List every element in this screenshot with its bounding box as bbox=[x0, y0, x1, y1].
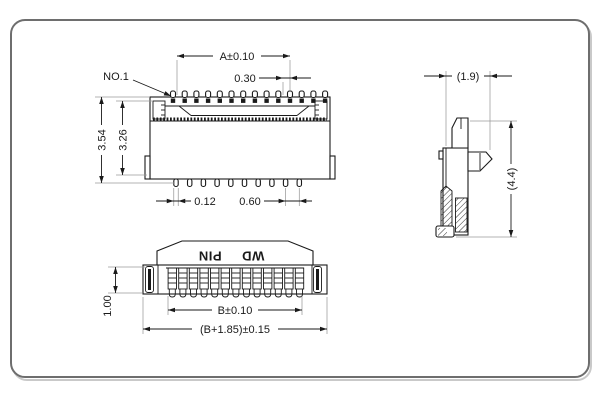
side-view: (1.9) (4.4) bbox=[424, 70, 518, 238]
dim-depth-label: (1.9) bbox=[457, 71, 480, 83]
dim-overall-width-label: (B+1.85)±0.15 bbox=[200, 324, 270, 336]
dim-top-width-label: A±0.10 bbox=[220, 51, 255, 63]
fitting-nail-left bbox=[145, 266, 154, 293]
front-housing bbox=[149, 96, 331, 180]
pin1-label: NO.1 bbox=[103, 71, 129, 83]
dim-pin-offset-label: 0.30 bbox=[234, 73, 255, 85]
dim-height-label: (4.4) bbox=[506, 168, 518, 191]
bottom-rear-body bbox=[156, 240, 314, 266]
marking-pin: PIN bbox=[198, 249, 221, 264]
dim-pin-width-label: 0.12 bbox=[194, 196, 215, 208]
dim-total-height-label: 3.54 bbox=[96, 129, 108, 150]
sheet-frame bbox=[10, 19, 592, 381]
front-view: A±0.10 0.30 3.54 3.26 0.12 0.60 NO.1 bbox=[95, 50, 336, 208]
dim-body-height-label: 3.26 bbox=[117, 129, 129, 150]
dim-pin-pitch-label: 0.60 bbox=[239, 196, 260, 208]
bottom-view: PIN WD 1.00 B±0.10 (B+1.85)±0.15 bbox=[102, 240, 328, 336]
fitting-nail-right bbox=[313, 266, 322, 293]
side-hatch-left bbox=[440, 185, 453, 232]
dim-body-thickness-label: 1.00 bbox=[102, 295, 114, 316]
side-top-post bbox=[451, 117, 469, 149]
side-hatch-contact bbox=[455, 197, 468, 233]
dim-contact-span-label: B±0.10 bbox=[218, 305, 253, 317]
marking-wd: WD bbox=[242, 249, 265, 264]
bottom-housing bbox=[142, 264, 328, 295]
